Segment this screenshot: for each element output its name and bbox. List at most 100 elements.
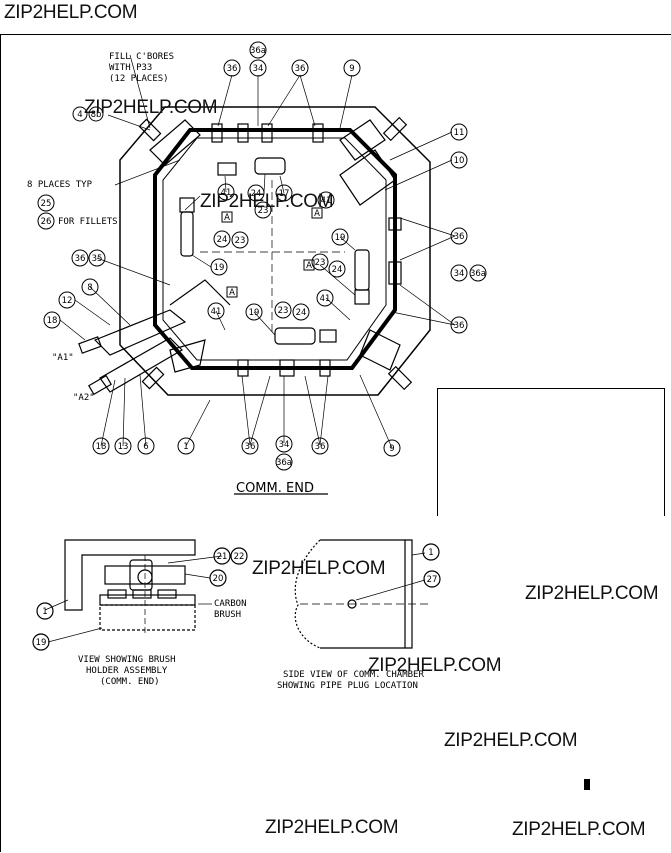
callout-number: 23 [235, 236, 246, 246]
drawing-stroke [339, 74, 353, 129]
drawing-stroke [184, 195, 201, 211]
callout-number: 41 [211, 307, 222, 317]
brush-holder [180, 211, 194, 257]
box-marks [221, 207, 323, 298]
drawing-stroke [184, 573, 211, 579]
callout-number: 1 [183, 442, 188, 452]
ring-clamp [261, 123, 273, 143]
callout-number: 11 [454, 128, 465, 138]
drawing-stroke [58, 291, 76, 309]
site-header-logo[interactable]: ZIP2HELP.COM [4, 2, 138, 23]
drawing-stroke [129, 54, 151, 129]
watermark: ZIP2HELP.COM [265, 817, 399, 838]
carbon-brush-label-1: CARBON [214, 599, 247, 609]
drawing-stroke [139, 374, 147, 447]
callout-number: 25 [41, 199, 52, 209]
callout-number: 13 [118, 442, 129, 452]
drawing-stroke [207, 302, 225, 320]
lead-bend [169, 279, 231, 306]
drawing-stroke [450, 151, 468, 169]
drawing-stroke [37, 212, 55, 230]
callout-number: 36a [276, 458, 292, 468]
callout-number: 21 [217, 552, 228, 562]
callout-number: 6 [143, 442, 148, 452]
drawing-stroke [129, 559, 153, 591]
drawing-stroke [217, 74, 233, 127]
drawing-stroke [89, 286, 131, 326]
brush-view-caption-1: VIEW SHOWING BRUSH [78, 655, 176, 665]
callout-number: 19 [214, 263, 225, 273]
drawing-stroke [213, 547, 231, 565]
callout-number: 10 [454, 156, 465, 166]
drawing-stroke [132, 589, 152, 599]
drawing-stroke [450, 123, 468, 141]
lead-terminal [78, 336, 102, 354]
drawing-stroke [107, 114, 151, 131]
drawing-stroke [241, 437, 259, 455]
drawing-stroke [319, 264, 356, 296]
drawing-stroke [343, 59, 361, 77]
drawing-stroke [74, 299, 111, 326]
callout-number: 9 [389, 444, 394, 454]
drawing-stroke [399, 217, 456, 237]
callout-number: 36a [250, 46, 266, 56]
info-box-side [664, 388, 665, 516]
drawing-stroke [249, 41, 267, 59]
drawing-stroke [245, 303, 263, 321]
brush-holder [254, 157, 286, 175]
drawing-stroke [167, 555, 223, 564]
stud [387, 365, 413, 391]
watermark: ZIP2HELP.COM [84, 97, 218, 118]
drawing-stroke [383, 439, 401, 457]
callout-number: 19 [36, 638, 47, 648]
drawing-stroke [292, 303, 310, 321]
note-fill-cbores-1: FILL C'BORES [109, 52, 174, 62]
brush-holder-view [32, 539, 248, 651]
callout-number: 36 [75, 254, 86, 264]
callout-number: 34 [454, 269, 465, 279]
drawing-stroke [267, 74, 301, 127]
ring-clamp [388, 261, 402, 285]
ring-clamp [312, 123, 324, 143]
drawing-stroke [359, 374, 393, 449]
brush-holder [354, 249, 370, 291]
lead-label-a2: "A2" [73, 393, 95, 403]
drawing-stroke [157, 589, 177, 599]
ring-clamp [388, 217, 402, 231]
drawing-stroke [247, 184, 265, 202]
drawing-stroke [328, 260, 346, 278]
drawing-stroke [320, 539, 406, 649]
drawing-stroke [317, 191, 335, 209]
callout-number: 22 [234, 552, 245, 562]
watermark: ZIP2HELP.COM [200, 191, 334, 212]
drawing-stroke [210, 258, 228, 276]
callout-number: 24 [296, 308, 307, 318]
drawing-stroke [331, 228, 349, 246]
drawing-stroke [274, 301, 292, 319]
drawing-stroke [223, 59, 241, 77]
drawing-stroke [209, 569, 227, 587]
brush-block [217, 162, 237, 176]
drawing-stroke [263, 173, 266, 194]
callout-number: 17 [279, 189, 290, 199]
callout-number: 27 [427, 575, 438, 585]
callout-number: 24 [332, 265, 343, 275]
callout-number: 4 [77, 110, 82, 120]
callout-number: 35 [92, 254, 103, 264]
drawing-stroke [423, 570, 441, 588]
drawing-stroke [311, 253, 329, 271]
outer-chamber-outline [119, 106, 431, 396]
drawing-stroke [384, 159, 453, 191]
callout-number: 34 [279, 440, 290, 450]
ring-clamp [319, 359, 331, 377]
drawing-stroke [231, 231, 249, 249]
inner-ring [153, 128, 397, 370]
callout-number: 20 [213, 574, 224, 584]
callout-number: 8b [91, 110, 102, 120]
side-view-caption-2: SHOWING PIPE PLUG LOCATION [277, 681, 418, 691]
drawing-stroke [47, 627, 103, 643]
callout-number: 23 [278, 306, 289, 316]
drawing-stroke [191, 254, 212, 268]
drawing-stroke [339, 236, 356, 251]
drawing-stroke [303, 259, 315, 271]
